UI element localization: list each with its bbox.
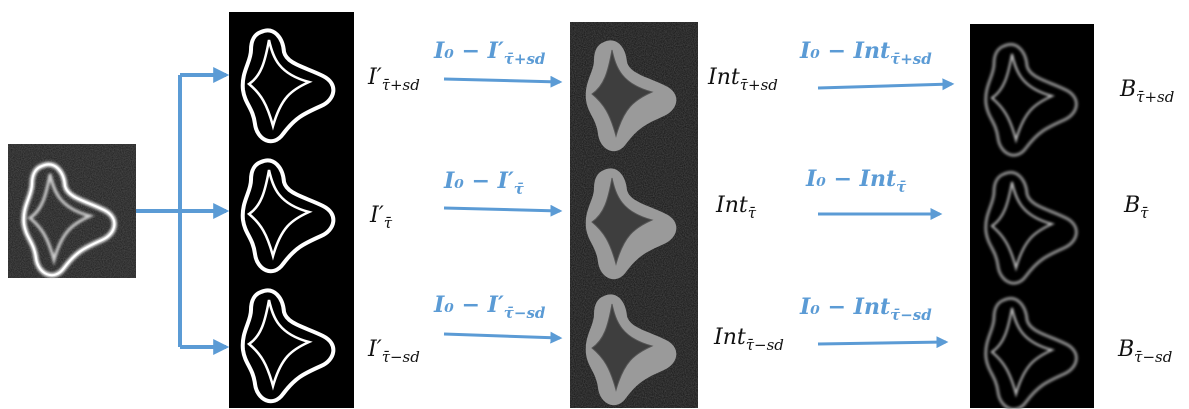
op1-label-middle: I₀ − I′τ̄	[443, 168, 525, 198]
op1-arrow-lower	[444, 334, 560, 338]
boundary-label-middle: Bτ̄	[1123, 193, 1149, 222]
binary-label-lower: I′τ̄−sd	[367, 337, 420, 366]
binary-label-middle: I′τ̄	[369, 203, 393, 232]
op2-label-lower: I₀ − Intτ̄−sd	[799, 294, 932, 324]
branch-arrows	[136, 75, 226, 347]
boundary-column	[970, 24, 1094, 409]
interior-label-lower: Intτ̄−sd	[713, 325, 784, 354]
boundary-label-upper: Bτ̄+sd	[1119, 77, 1174, 106]
interior-label-upper: Intτ̄+sd	[707, 65, 778, 94]
op1-label-lower: I₀ − I′τ̄−sd	[433, 292, 546, 322]
binary-column	[229, 12, 354, 408]
op2-label-upper: I₀ − Intτ̄+sd	[799, 38, 932, 68]
binary-label-upper: I′τ̄+sd	[367, 65, 420, 94]
op2-arrow-upper	[818, 84, 952, 88]
interior-label-middle: Intτ̄	[715, 193, 757, 222]
op1-arrow-middle	[444, 208, 560, 211]
input-image	[8, 144, 136, 278]
boundary-label-lower: Bτ̄−sd	[1117, 337, 1172, 366]
op1-arrow-upper	[444, 79, 560, 82]
op1-label-upper: I₀ − I′τ̄+sd	[433, 38, 546, 68]
op2-arrow-lower	[818, 342, 946, 344]
op2-label-middle: I₀ − Intτ̄	[805, 166, 907, 196]
interior-column	[570, 22, 698, 408]
